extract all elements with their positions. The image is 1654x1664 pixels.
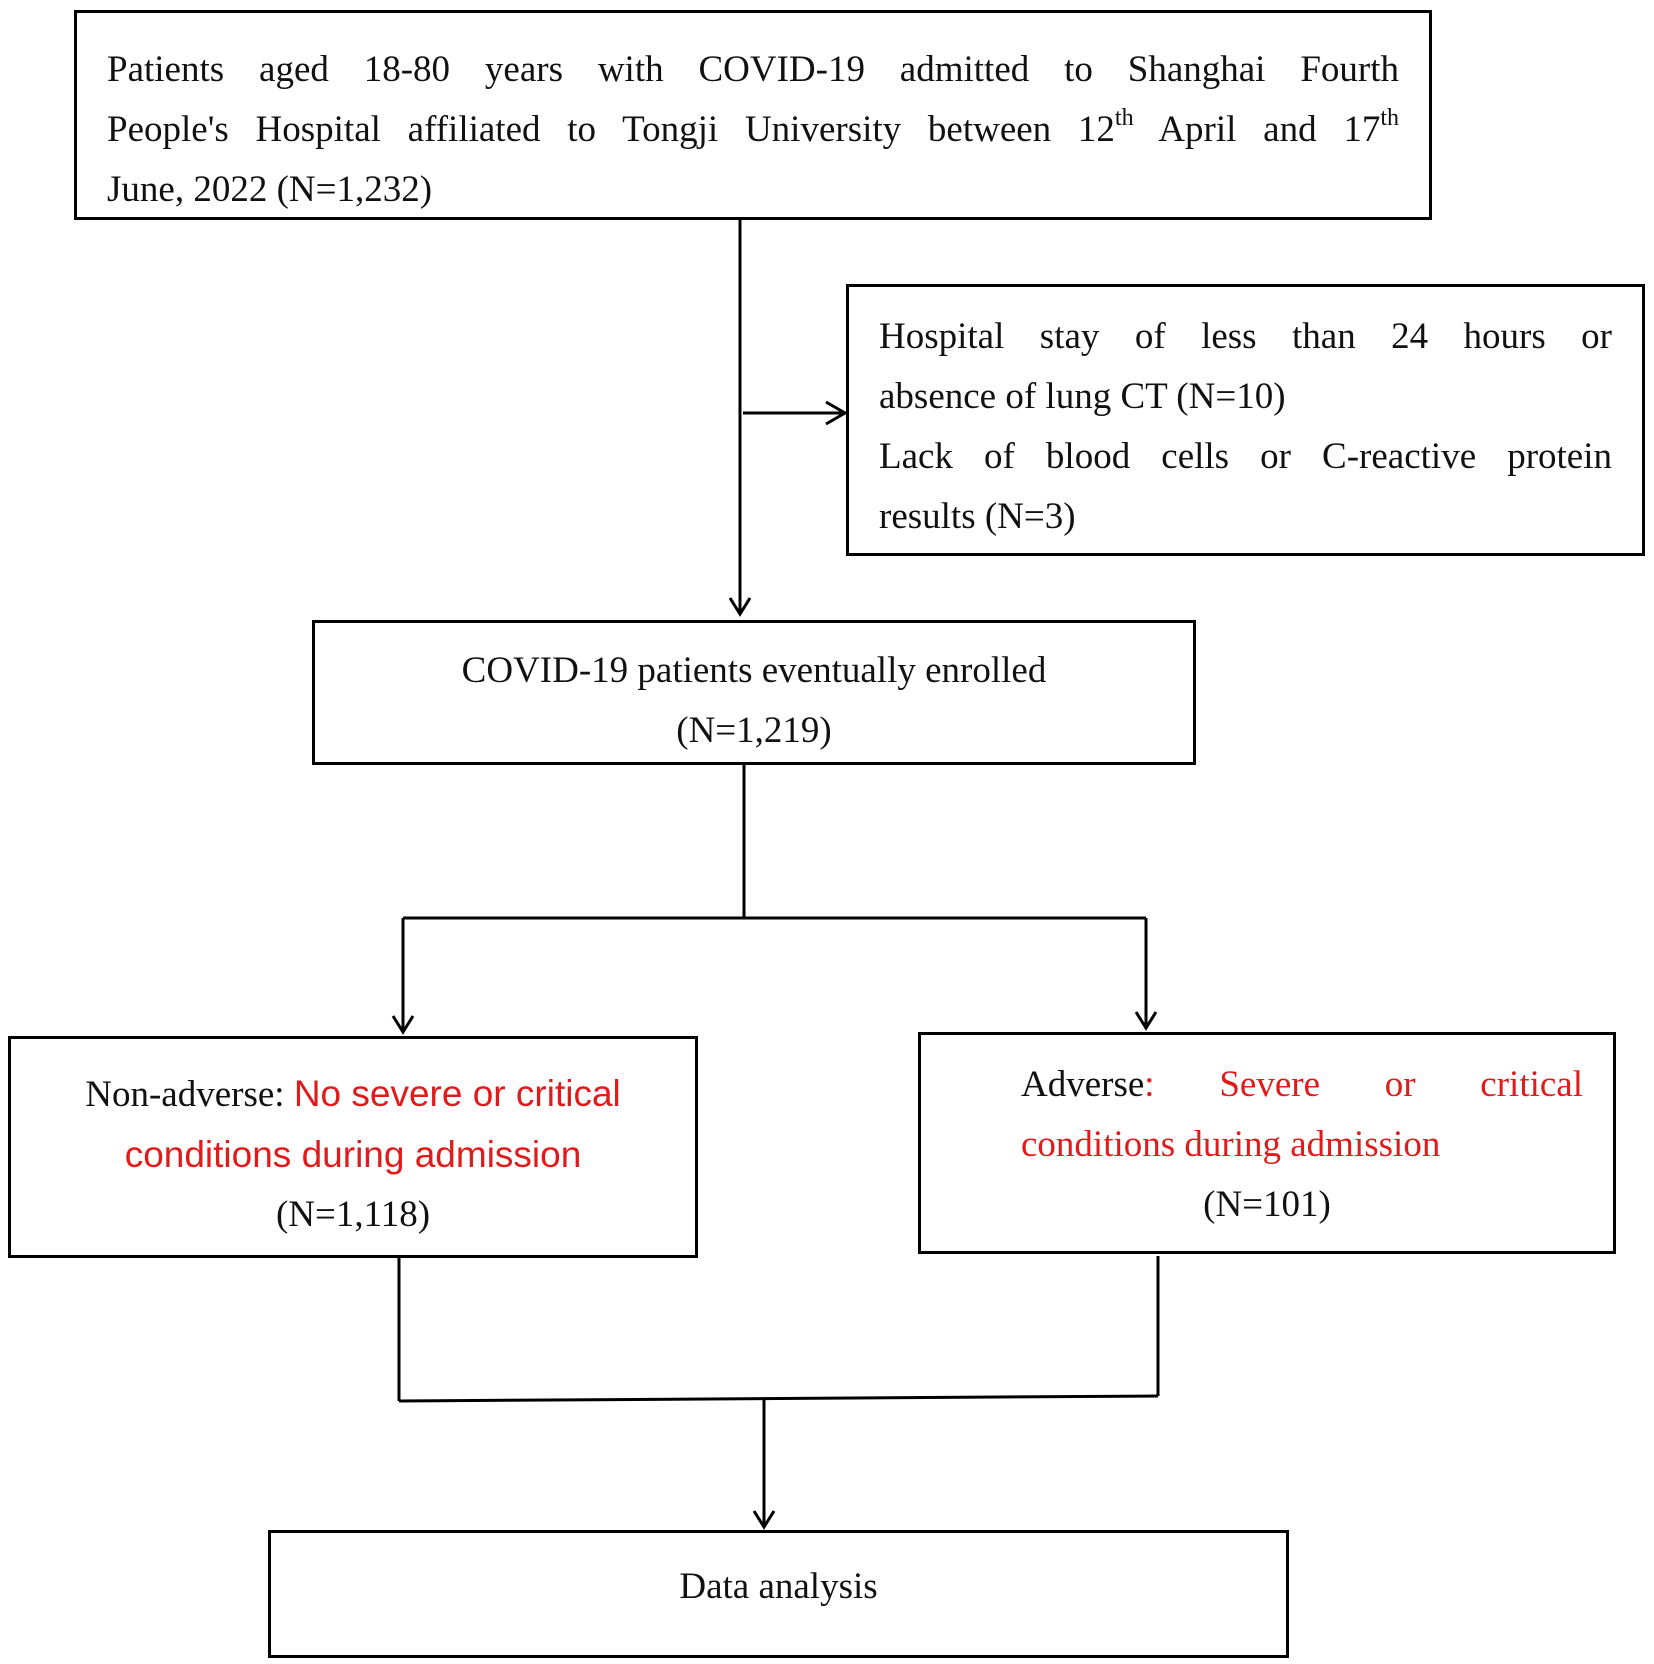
initial-cohort-line1: Patients aged 18-80 years with COVID-19 …: [107, 49, 1399, 90]
non-adverse-count: (N=1,118): [275, 1194, 431, 1235]
enrolled-count: (N=1,219): [676, 710, 832, 751]
adverse-line1: Adverse: Severe or critical: [1021, 1064, 1584, 1105]
initial-cohort-box: Patients aged 18-80 years with COVID-19 …: [74, 10, 1432, 220]
non-adverse-line1: Non-adverse: No severe or critical: [21, 1064, 685, 1125]
initial-cohort-line2: People's Hospital affiliated to Tongji U…: [107, 105, 1399, 150]
non-adverse-desc-line2: conditions during admission: [124, 1134, 582, 1175]
non-adverse-desc-line1: No severe or critical: [293, 1073, 621, 1114]
exclusion-reason1-line2: absence of lung CT (N=10): [879, 376, 1286, 417]
arrowhead-exclusion: [825, 400, 848, 426]
initial-cohort-line3: June, 2022 (N=1,232): [107, 169, 433, 210]
data-analysis-label: Data analysis: [679, 1566, 878, 1607]
non-adverse-box: Non-adverse: No severe or critical condi…: [8, 1036, 698, 1258]
data-analysis-box: Data analysis: [268, 1530, 1289, 1658]
arrowhead-non-adverse: [391, 1015, 415, 1035]
enrolled-box: COVID-19 patients eventually enrolled (N…: [312, 620, 1196, 765]
adverse-desc-line1: Severe or critical: [1219, 1064, 1584, 1105]
arrowhead-enrolled: [728, 597, 752, 617]
exclusion-reason2-line1: Lack of blood cells or C-reactive protei…: [879, 436, 1612, 477]
arrowhead-adverse: [1134, 1011, 1158, 1031]
adverse-desc-line2: conditions during admission: [1021, 1124, 1441, 1165]
exclusion-reason1-line1: Hospital stay of less than 24 hours or: [879, 316, 1612, 357]
adverse-count: (N=101): [1203, 1184, 1331, 1225]
exclusion-reason2-line2: results (N=3): [879, 496, 1076, 537]
arrowhead-analysis: [752, 1510, 776, 1530]
enrolled-line1: COVID-19 patients eventually enrolled: [461, 650, 1047, 691]
non-adverse-label: Non-adverse:: [85, 1074, 294, 1115]
adverse-box: Adverse: Severe or critical conditions d…: [918, 1032, 1616, 1254]
connector-merge: [398, 1394, 1159, 1403]
exclusions-box: Hospital stay of less than 24 hours or a…: [846, 284, 1645, 556]
adverse-label: Adverse: [1021, 1064, 1145, 1105]
